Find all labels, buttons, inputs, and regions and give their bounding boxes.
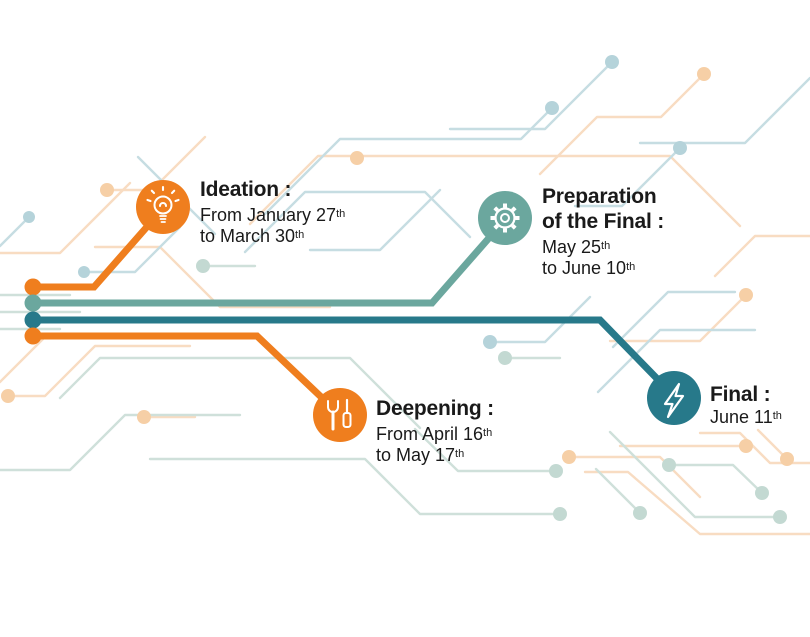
deepening-label: Deepening : From April 16th to May 17th [376,396,494,466]
preparation-title-line-1: Preparation [542,185,657,208]
lightbulb-icon [146,185,180,223]
final-label: Final : June 11th [710,382,782,428]
ideation-label: Ideation : From January 27th to March 30… [200,177,345,247]
deepening-title: Deepening : [376,397,494,420]
circuit-trace-dots [1,55,794,524]
ideation-date-line-1: From January 27th [200,205,346,225]
final-node [647,371,701,425]
deepening-branch-line [33,332,341,416]
final-branch-start-dot [24,311,42,329]
ideation-date-line-2: to March 30th [200,226,305,246]
preparation-node-circle [478,191,532,245]
final-branch-line [33,316,675,397]
preparation-label: Preparation of the Final : May 25th to J… [542,184,664,279]
preparation-branch-line [33,219,506,307]
ideation-branch-line [33,209,163,291]
deepening-date-line-1: From April 16th [376,424,493,444]
ideation-branch-start-dot [24,278,42,296]
preparation-date-line-2: to June 10th [542,258,636,278]
final-date-line-1: June 11th [710,407,782,427]
deepening-node-circle [313,388,367,442]
tools-icon [327,398,352,431]
preparation-title-line-2: of the Final : [542,210,665,233]
preparation-branch-start-dot [24,294,42,312]
ideation-title: Ideation : [200,178,292,201]
preparation-node [478,191,532,245]
lightning-icon [663,382,685,419]
deepening-node [313,388,367,442]
final-node-circle [647,371,701,425]
final-title: Final : [710,383,771,406]
preparation-date-line-1: May 25th [542,237,611,257]
ideation-node [136,180,190,234]
gear-icon [490,203,520,233]
ideation-node-circle [136,180,190,234]
timeline-branches [24,209,675,416]
circuit-traces [0,55,810,536]
deepening-branch-start-dot [24,327,42,345]
deepening-date-line-2: to May 17th [376,445,465,465]
